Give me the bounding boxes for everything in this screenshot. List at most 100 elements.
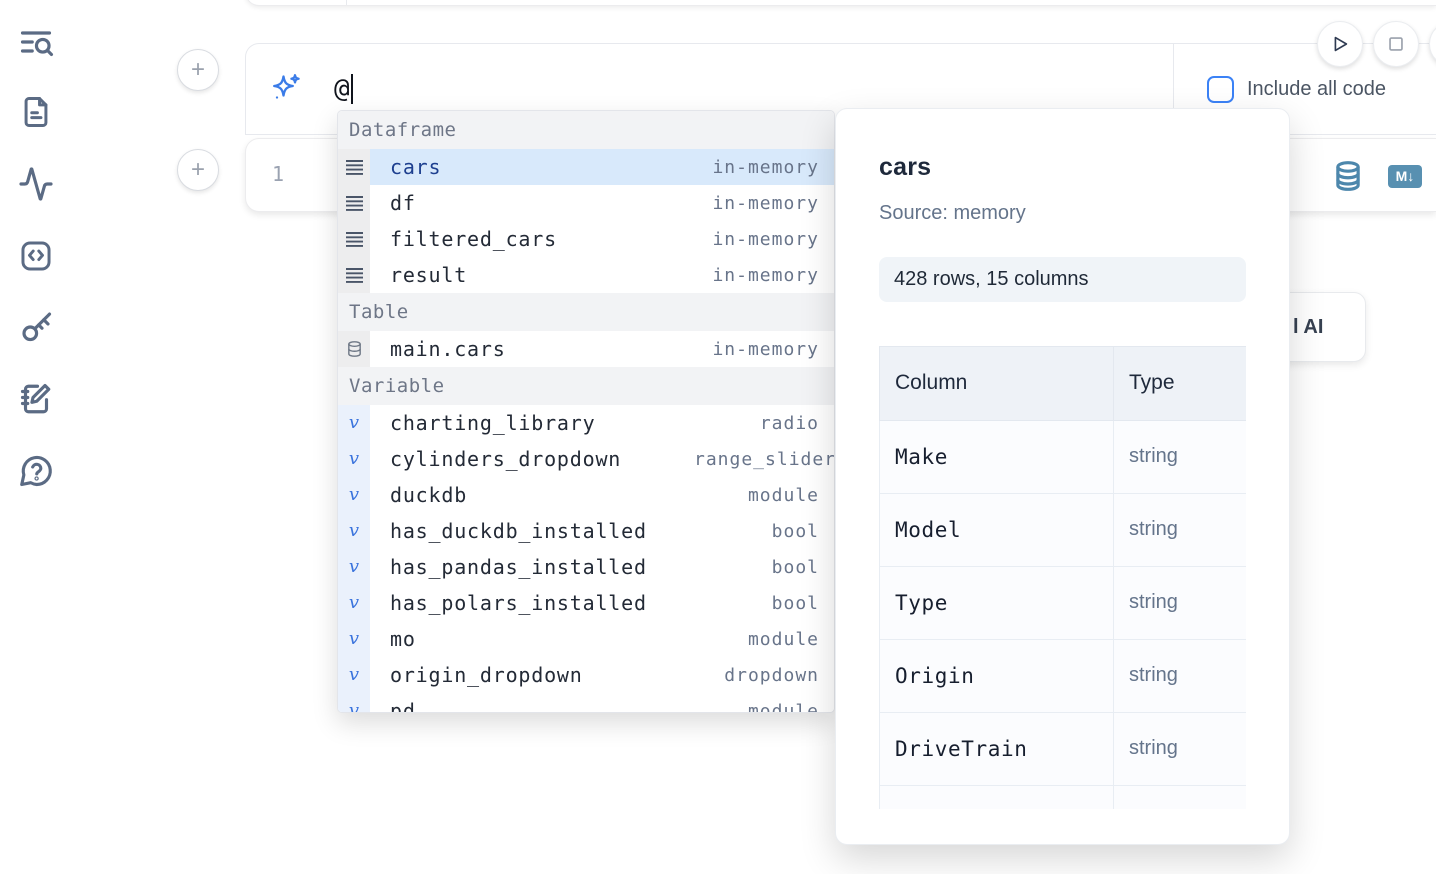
variable-icon: v xyxy=(338,477,370,513)
text-search-icon[interactable] xyxy=(16,22,56,62)
key-icon[interactable] xyxy=(16,307,56,347)
play-icon xyxy=(1334,36,1348,52)
sparkles-icon xyxy=(273,74,300,99)
autocomplete-item-type: in-memory xyxy=(712,192,819,214)
autocomplete-section-header: Variable xyxy=(338,367,834,405)
autocomplete-item[interactable]: v cylinders_dropdown range_slider xyxy=(338,441,834,477)
autocomplete-item-type: dropdown xyxy=(724,664,819,686)
autocomplete-item[interactable]: v origin_dropdown dropdown xyxy=(338,657,834,693)
autocomplete-item-name: has_polars_installed xyxy=(390,591,647,615)
autocomplete-item-name: df xyxy=(390,191,416,215)
autocomplete-item-name: mo xyxy=(390,627,416,651)
schema-column-type: string xyxy=(1113,419,1246,494)
schema-row-partial xyxy=(879,784,1246,809)
add-cell-button-bottom[interactable]: + xyxy=(177,149,219,191)
autocomplete-item-type: radio xyxy=(759,412,819,434)
dataframe-rows-icon xyxy=(338,257,370,293)
left-sidebar xyxy=(0,0,72,874)
autocomplete-item-type: module xyxy=(747,628,819,650)
variable-icon: v xyxy=(338,513,370,549)
add-cell-button-top[interactable]: + xyxy=(177,49,219,91)
autocomplete-item[interactable]: filtered_cars in-memory xyxy=(338,221,834,257)
schema-header-column: Column xyxy=(879,347,1114,421)
autocomplete-item-name: duckdb xyxy=(390,483,468,507)
schema-header-type: Type xyxy=(1113,347,1246,421)
schema-column-type: string xyxy=(1113,492,1246,567)
shape-badge: 428 rows, 15 columns xyxy=(879,257,1246,302)
snippets-icon[interactable] xyxy=(16,236,56,276)
run-cell-button[interactable] xyxy=(1317,21,1363,67)
autocomplete-item-type: in-memory xyxy=(712,338,819,360)
schema-column-name: Origin xyxy=(879,638,1114,713)
file-text-icon[interactable] xyxy=(16,92,56,132)
autocomplete-item-name: result xyxy=(390,263,468,287)
autocomplete-item-type: in-memory xyxy=(712,228,819,250)
autocomplete-item-type: bool xyxy=(771,592,819,614)
autocomplete-item[interactable]: v charting_library radio xyxy=(338,405,834,441)
variable-icon: v xyxy=(338,405,370,441)
autocomplete-item-type: bool xyxy=(771,520,819,542)
stop-icon xyxy=(1389,37,1403,51)
line-number: 1 xyxy=(272,162,285,186)
autocomplete-item-name: charting_library xyxy=(390,411,596,435)
cell-action-icons: M↓ xyxy=(1332,139,1422,213)
include-code-section: Include all code xyxy=(1173,44,1436,134)
previous-cell-edge xyxy=(245,0,1436,6)
variable-icon: v xyxy=(338,693,370,712)
scratchpad-icon[interactable] xyxy=(16,379,56,419)
dataframe-details-popup: cars Source: memory 428 rows, 15 columns… xyxy=(835,108,1290,845)
table-database-icon xyxy=(338,331,370,367)
ai-prompt-value: @ xyxy=(334,74,350,104)
include-all-code-label: Include all code xyxy=(1247,77,1386,100)
activity-icon[interactable] xyxy=(16,164,56,204)
database-icon[interactable] xyxy=(1332,160,1364,192)
ai-button-label: l AI xyxy=(1293,315,1324,338)
autocomplete-item-type: range_slider xyxy=(694,448,834,470)
markdown-export-icon[interactable]: M↓ xyxy=(1388,164,1422,188)
autocomplete-item-name: origin_dropdown xyxy=(390,663,583,687)
autocomplete-item[interactable]: result in-memory xyxy=(338,257,834,293)
autocomplete-item-name: main.cars xyxy=(390,337,506,361)
stop-button[interactable] xyxy=(1373,21,1419,67)
schema-column-name: Type xyxy=(879,565,1114,640)
schema-column-name: Make xyxy=(879,419,1114,494)
schema-column-type: string xyxy=(1113,565,1246,640)
variable-icon: v xyxy=(338,621,370,657)
help-bubble-icon[interactable] xyxy=(16,451,56,491)
autocomplete-item-name: filtered_cars xyxy=(390,227,557,251)
autocomplete-item[interactable]: df in-memory xyxy=(338,185,834,221)
schema-column-type: string xyxy=(1113,711,1246,786)
autocomplete-item-name: cylinders_dropdown xyxy=(390,447,622,471)
autocomplete-item-type: bool xyxy=(771,556,819,578)
popup-source: Source: memory xyxy=(879,202,1026,224)
autocomplete-item[interactable]: main.cars in-memory xyxy=(338,331,834,367)
schema-column-name: Model xyxy=(879,492,1114,567)
ai-prompt-input[interactable]: @ xyxy=(334,44,354,134)
autocomplete-item-name: cars xyxy=(390,155,442,179)
dataframe-rows-icon xyxy=(338,185,370,221)
schema-column-name: DriveTrain xyxy=(879,711,1114,786)
variable-icon: v xyxy=(338,657,370,693)
autocomplete-section-header: Table xyxy=(338,293,834,331)
variable-icon: v xyxy=(338,549,370,585)
include-all-code-checkbox[interactable] xyxy=(1207,75,1234,103)
gutter-divider xyxy=(346,0,347,5)
variable-icon: v xyxy=(338,441,370,477)
autocomplete-item-name: pd xyxy=(390,699,416,713)
dataframe-rows-icon xyxy=(338,149,370,185)
text-caret xyxy=(350,74,354,104)
autocomplete-item-type: in-memory xyxy=(712,264,819,286)
